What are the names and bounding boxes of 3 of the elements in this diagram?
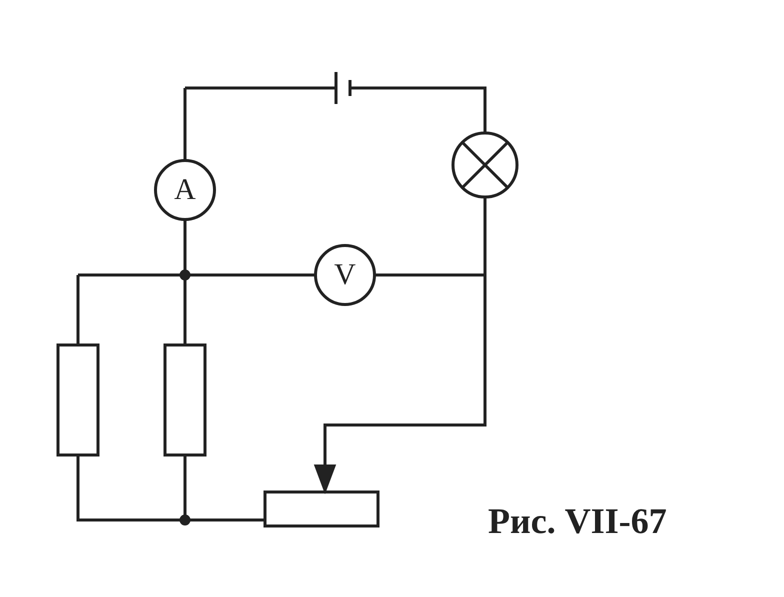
ammeter-symbol: A: [154, 159, 216, 221]
voltmeter-symbol: V: [314, 244, 376, 306]
figure-caption: Рис. VII-67: [488, 500, 667, 542]
